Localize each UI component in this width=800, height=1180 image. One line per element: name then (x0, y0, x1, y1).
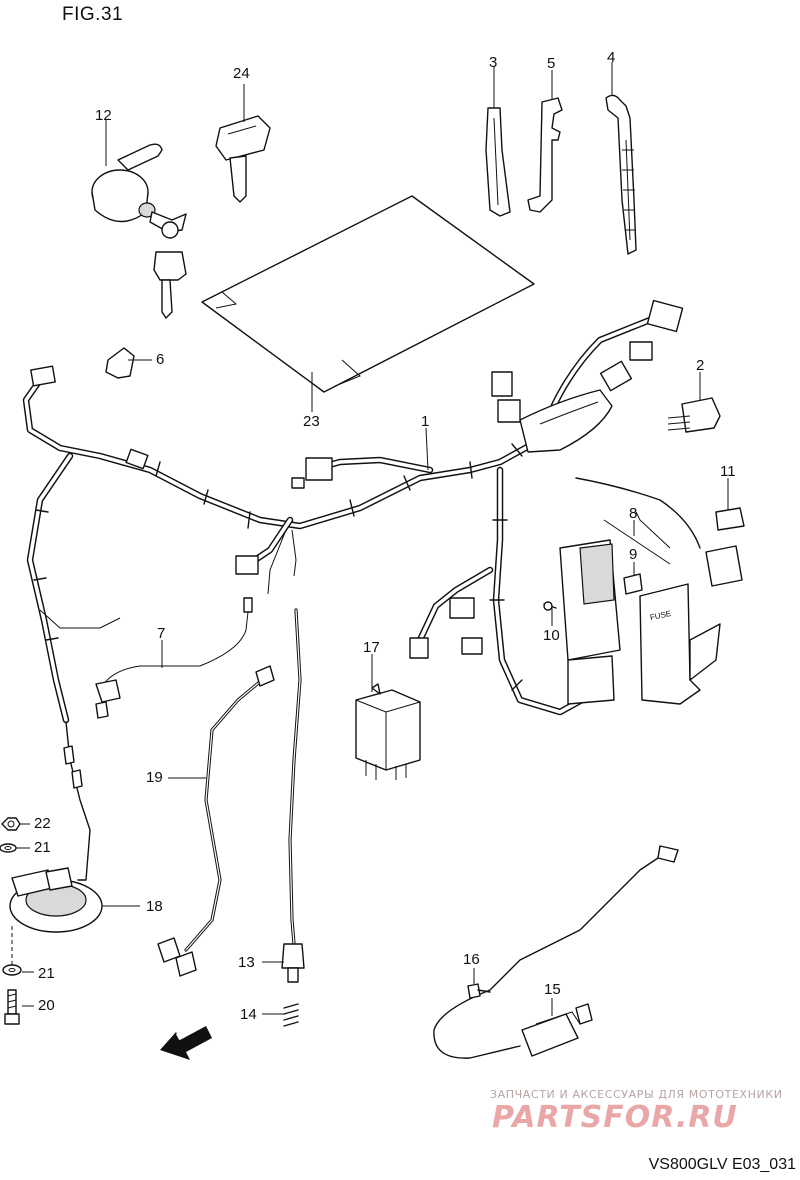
callout-21-top: 21 (34, 839, 51, 856)
horn (9, 867, 103, 933)
callout-7: 7 (157, 625, 166, 642)
callout-21-bottom: 21 (38, 965, 55, 982)
ignition-switch (91, 143, 187, 319)
figure-title: FIG.31 (62, 4, 124, 25)
callout-12: 12 (95, 107, 112, 124)
callout-23: 23 (303, 413, 320, 430)
key (215, 115, 271, 203)
switch-wire-13 (281, 608, 305, 1027)
callout-4: 4 (607, 49, 616, 66)
callout-5: 5 (547, 55, 556, 72)
callout-9: 9 (629, 546, 638, 563)
clamp-5 (527, 97, 563, 213)
clamp-4 (605, 94, 637, 255)
nut-22 (1, 817, 21, 831)
label-sheet (201, 195, 535, 393)
callout-11: 11 (720, 463, 736, 480)
relay-17 (355, 683, 421, 780)
callout-13: 13 (238, 954, 255, 971)
callout-19: 19 (146, 769, 163, 786)
callout-22: 22 (34, 815, 51, 832)
callout-20: 20 (38, 997, 55, 1014)
wiring-harness (22, 299, 684, 724)
callout-10: 10 (543, 627, 560, 644)
callout-6: 6 (156, 351, 165, 368)
drawing-id: VS800GLV E03_031 (648, 1156, 796, 1173)
washer-21-bottom (2, 964, 22, 976)
callout-8: 8 (629, 505, 638, 522)
horn-wire (63, 721, 91, 881)
leader-lines (16, 62, 729, 1016)
washer-21-top (0, 843, 17, 853)
callout-1: 1 (421, 413, 430, 430)
connector-2 (667, 397, 721, 433)
fuse-box (543, 477, 745, 705)
clamp-3 (485, 107, 511, 217)
lead-wire-7 (95, 597, 253, 719)
callout-2: 2 (696, 357, 705, 374)
sensor-15 (433, 845, 679, 1059)
callout-16: 16 (463, 951, 480, 968)
callout-14: 14 (240, 1006, 257, 1023)
clip-6 (105, 347, 135, 379)
watermark-logo: PARTSFOR.RU (492, 1100, 738, 1135)
wire-19 (157, 665, 275, 977)
screw-16 (467, 983, 491, 999)
callout-3: 3 (489, 54, 498, 71)
callout-24: 24 (233, 65, 250, 82)
callout-15: 15 (544, 981, 561, 998)
bolt-20 (4, 989, 20, 1025)
callout-17: 17 (363, 639, 380, 656)
watermark-subtitle: ЗАПЧАСТИ И АКСЕССУАРЫ ДЛЯ МОТОТЕХНИКИ (490, 1088, 783, 1101)
callout-18: 18 (146, 898, 163, 915)
fwd-arrow-icon (160, 1026, 212, 1060)
